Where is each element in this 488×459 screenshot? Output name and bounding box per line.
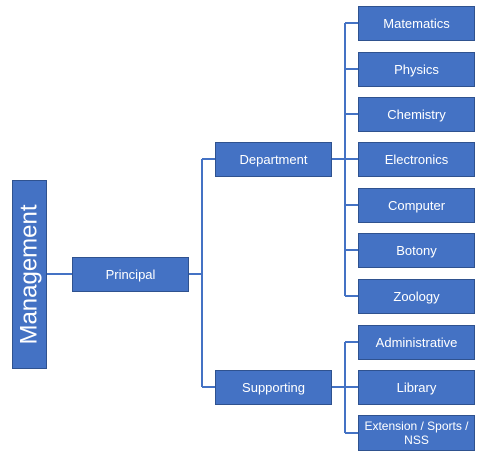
subject-node-matematics: Matematics [358, 6, 475, 41]
subject-label: Electronics [384, 152, 449, 167]
subject-node-physics: Physics [358, 52, 475, 87]
management-node: Management [12, 180, 47, 369]
department-label: Department [239, 152, 308, 167]
support-label: Library [396, 380, 437, 395]
department-node: Department [215, 142, 332, 177]
support-label: Extension / Sports / NSS [364, 419, 469, 447]
subject-label: Computer [387, 198, 446, 213]
subject-node-chemistry: Chemistry [358, 97, 475, 132]
subject-node-botony: Botony [358, 233, 475, 268]
supporting-label: Supporting [242, 380, 305, 395]
subject-node-electronics: Electronics [358, 142, 475, 177]
support-node-library: Library [358, 370, 475, 405]
subject-label: Matematics [383, 16, 450, 31]
subject-label: Chemistry [387, 107, 446, 122]
support-node-extension-sports-nss: Extension / Sports / NSS [358, 415, 475, 451]
subject-label: Zoology [393, 289, 440, 304]
support-label: Administrative [375, 335, 458, 350]
principal-node: Principal [72, 257, 189, 292]
subject-label: Physics [394, 62, 439, 77]
support-node-administrative: Administrative [358, 325, 475, 360]
subject-node-computer: Computer [358, 188, 475, 223]
subject-label: Botony [396, 243, 437, 258]
principal-label: Principal [105, 267, 156, 282]
management-label: Management [16, 204, 43, 345]
subject-node-zoology: Zoology [358, 279, 475, 314]
supporting-node: Supporting [215, 370, 332, 405]
